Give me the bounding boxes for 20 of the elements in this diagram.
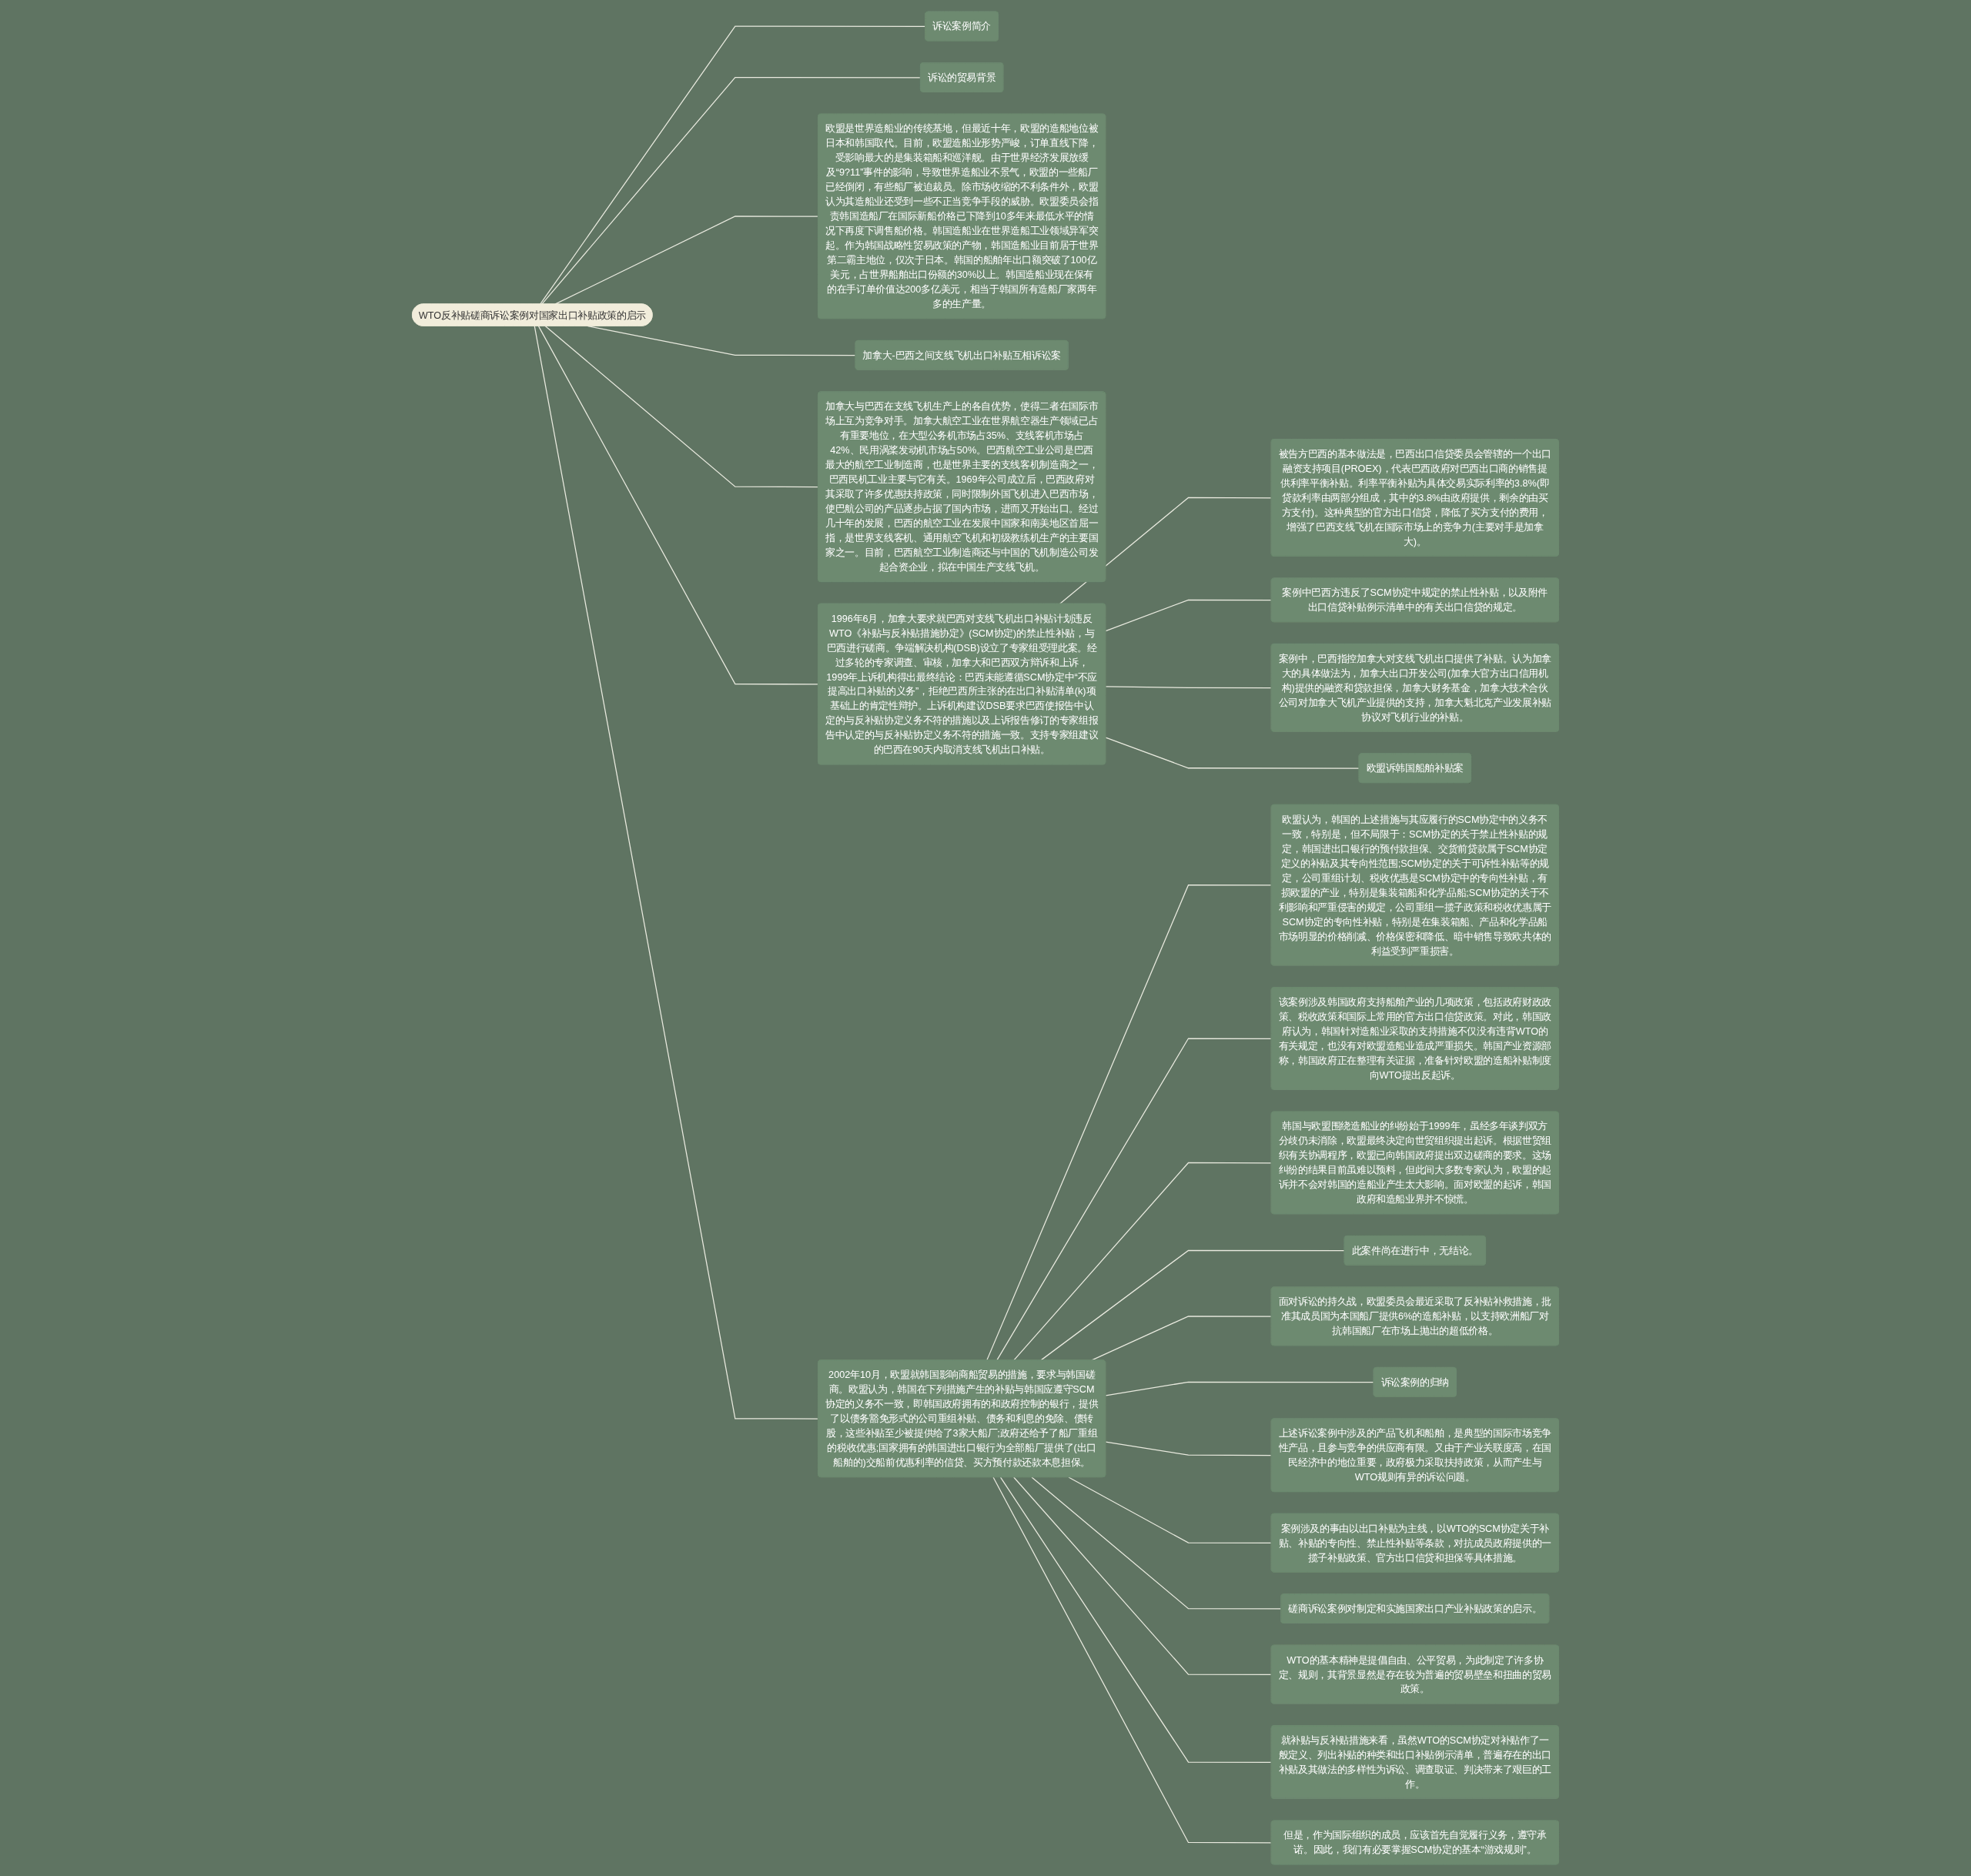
connector [1105, 599, 1273, 632]
connector [1105, 1441, 1273, 1456]
connector [1105, 1381, 1374, 1396]
connector [540, 25, 926, 305]
connector [537, 326, 819, 685]
connector [1031, 1476, 1282, 1610]
connector [996, 1038, 1273, 1361]
connector [992, 1476, 1273, 1844]
connector [541, 76, 922, 305]
connector [544, 326, 819, 488]
connector [986, 884, 1273, 1361]
connector [1105, 737, 1360, 769]
connector [999, 1476, 1273, 1763]
connector [1013, 1162, 1273, 1361]
connector [1068, 1476, 1273, 1544]
connector [1040, 1249, 1345, 1361]
connector [1105, 686, 1273, 689]
connector [534, 326, 819, 1420]
connector [1059, 497, 1273, 605]
connector [1013, 1476, 1273, 1676]
